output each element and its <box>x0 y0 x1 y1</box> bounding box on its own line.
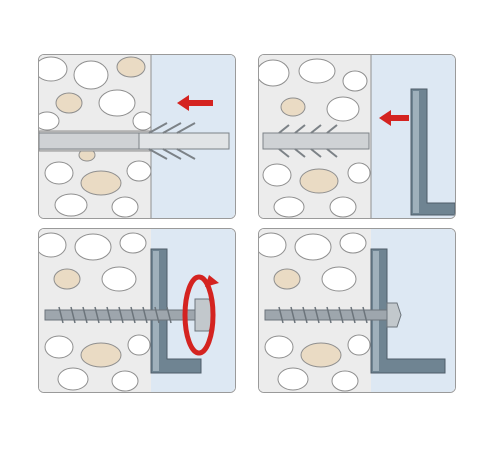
rotation-arrow-icon <box>182 274 219 356</box>
step-1-illustration <box>39 55 235 218</box>
arrow-left-icon <box>379 110 409 126</box>
fixture-bracket <box>410 88 455 216</box>
step-4-illustration <box>259 229 455 392</box>
screw <box>44 298 216 332</box>
step-2-illustration <box>259 55 455 218</box>
wall-plug <box>39 122 230 160</box>
wall-plug <box>262 124 370 158</box>
step-1-panel <box>38 54 236 219</box>
step-3-illustration <box>39 229 235 392</box>
arrow-left-icon <box>177 95 213 111</box>
step-3-panel <box>38 228 236 393</box>
step-4-panel <box>258 228 456 393</box>
step-2-panel <box>258 54 456 219</box>
screw <box>264 302 402 328</box>
